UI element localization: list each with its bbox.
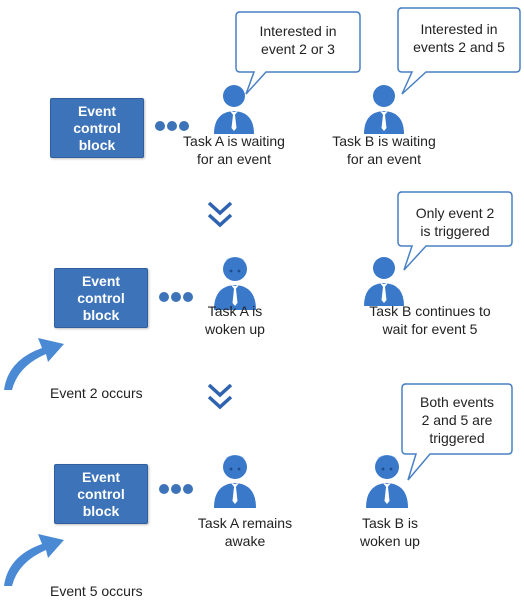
speech-bubble-a-1 bbox=[235, 11, 361, 95]
awake-person-icon bbox=[214, 455, 256, 508]
event-control-block-2: Event control block bbox=[54, 268, 148, 328]
block-line: control bbox=[73, 119, 121, 136]
event-control-block-3: Event control block bbox=[54, 464, 148, 524]
event-5-label: Event 5 occurs bbox=[50, 583, 143, 599]
block-line: control bbox=[77, 485, 125, 502]
ellipsis-dots-icon bbox=[159, 292, 193, 302]
block-line: block bbox=[82, 502, 120, 519]
ellipsis-dots-icon bbox=[155, 121, 189, 131]
double-chevron-down-icon bbox=[207, 383, 233, 410]
speech-bubble-b-2 bbox=[397, 191, 513, 271]
speech-bubble-b-3 bbox=[401, 383, 513, 481]
event-arrow-icon bbox=[4, 534, 64, 586]
event-control-block-1: Event control block bbox=[50, 98, 144, 158]
block-line: Event bbox=[77, 102, 117, 119]
person-icon bbox=[364, 85, 404, 134]
block-line: Event bbox=[81, 468, 121, 485]
awake-person-icon bbox=[214, 257, 256, 310]
ellipsis-dots-icon bbox=[159, 484, 193, 494]
event-arrow-icon bbox=[4, 338, 64, 390]
person-icon bbox=[364, 257, 404, 306]
block-line: control bbox=[77, 289, 125, 306]
block-line: block bbox=[78, 136, 116, 153]
awake-person-icon bbox=[366, 455, 408, 508]
block-line: block bbox=[82, 306, 120, 323]
event-2-label: Event 2 occurs bbox=[50, 385, 143, 401]
speech-bubble-b-1 bbox=[397, 7, 521, 95]
person-icon bbox=[214, 85, 254, 134]
double-chevron-down-icon bbox=[207, 201, 233, 228]
block-line: Event bbox=[81, 272, 121, 289]
